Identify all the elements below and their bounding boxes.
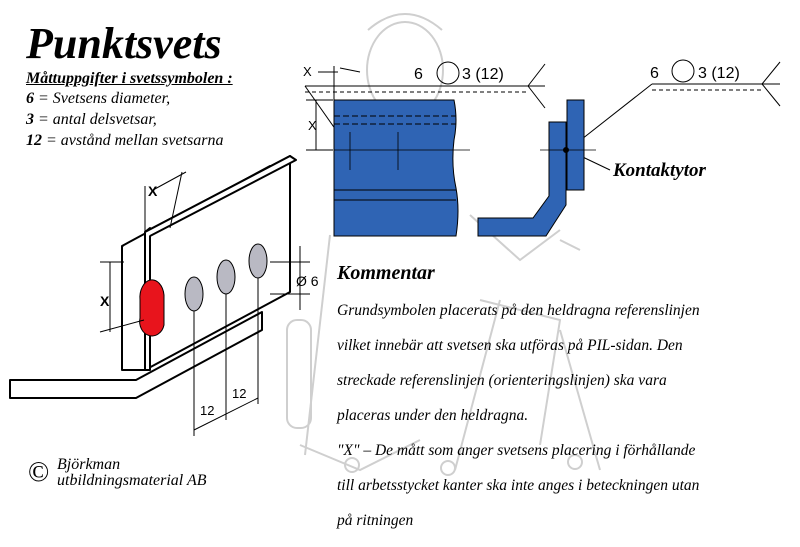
iso-x-ext-b — [169, 171, 183, 229]
background-wheel-2 — [440, 460, 456, 476]
iso-dimensions — [99, 171, 310, 436]
comment-text: Grundsymbolen placerats på den heldragna… — [337, 284, 797, 547]
left-symbol-spec: 3 (12) — [462, 66, 504, 83]
copyright-line-1: Björkman — [57, 456, 121, 473]
background-gas-bottle — [286, 319, 312, 429]
right-tail-upper — [761, 61, 781, 85]
iso-front-plate-top — [144, 155, 297, 237]
background-wheel-1 — [344, 457, 360, 473]
left-tail-lower — [527, 85, 546, 109]
legend-item: 3 = antal delsvetsar, — [26, 109, 223, 130]
legend-text: = antal delsvetsar, — [34, 111, 157, 128]
red-weld-spot — [139, 279, 165, 337]
comment-heading: Kommentar — [337, 262, 435, 284]
right-weld-symbol — [567, 59, 781, 171]
diagram-stage: X X 6 3 (12) 6 3 (12) Kontaktytor — [9, 13, 781, 476]
left-blue-plate — [333, 99, 470, 237]
copyright: © Björkman utbildningsmaterial AB — [28, 457, 206, 489]
right-contact-point — [563, 147, 569, 153]
right-tail-lower — [761, 83, 781, 107]
legend-text: = avstånd mellan svetsarna — [42, 132, 224, 149]
left-weld-symbol — [304, 61, 546, 151]
comment-line: streckade referenslinjen (orienteringsli… — [337, 371, 667, 389]
left-tail-upper — [527, 63, 546, 87]
left-plate-body — [333, 99, 459, 237]
diagram-canvas: X X 6 3 (12) 6 3 (12) Kontaktytor — [9, 13, 781, 476]
legend-item: 6 = Svetsens diameter, — [26, 88, 223, 109]
legend-key: 12 — [26, 132, 42, 149]
left-x-dim-label-top: X — [303, 64, 312, 79]
right-upright-plate — [566, 99, 585, 191]
iso-diameter-label: Ø 6 — [296, 273, 319, 289]
legend-list: 6 = Svetsens diameter, 3 = antal delsvet… — [26, 88, 223, 151]
legend-heading: Måttuppgifter i svetssymbolen : — [26, 70, 233, 87]
comment-line: Grundsymbolen placerats på den heldragna… — [337, 301, 700, 319]
legend-key: 6 — [26, 90, 34, 107]
copyright-line-2: utbildningsmaterial AB — [57, 472, 207, 489]
iso-drawing — [9, 155, 297, 399]
iso-x-side-label: X — [100, 293, 110, 309]
iso-side-ext-b — [99, 319, 145, 333]
iso-pitch-label-right: 12 — [232, 386, 246, 401]
right-angle-plate — [477, 121, 567, 237]
legend-item: 12 = avstånd mellan svetsarna — [26, 130, 223, 151]
iso-weld-spots — [139, 243, 268, 337]
iso-pitch-dim-line — [193, 397, 259, 431]
comment-line: vilket innebär att svetsen ska utföras p… — [337, 336, 683, 354]
legend-key: 3 — [26, 111, 34, 128]
comment-box: Kommentar Grundsymbolen placerats på den… — [337, 262, 797, 547]
page-title: Punktsvets — [26, 19, 222, 68]
background-chair-lines — [299, 214, 601, 472]
copyright-icon: © — [28, 457, 50, 488]
comment-line: "X" – De mått som anger svetsens placeri… — [337, 441, 696, 459]
left-x-dim-label-side: X — [308, 118, 317, 133]
legend-text: = Svetsens diameter, — [34, 90, 171, 107]
left-x-dim-tick-b — [339, 67, 361, 73]
background-wheel-3 — [567, 454, 583, 470]
weld-spot-3 — [216, 259, 236, 295]
iso-pitch-label-left: 12 — [200, 403, 214, 418]
weld-spot-2 — [184, 276, 204, 312]
left-spot-symbol-circle — [436, 61, 460, 85]
weld-spot-4 — [248, 243, 268, 279]
right-symbol-diameter: 6 — [650, 65, 659, 82]
iso-x-top-label: X — [148, 183, 158, 199]
right-blue-section — [477, 99, 596, 237]
right-spot-symbol-circle — [671, 59, 695, 83]
iso-x-dim-line — [152, 171, 187, 191]
comment-line: på ritningen — [337, 511, 414, 529]
background-hair — [367, 13, 443, 31]
comment-line: placeras under den heldragna. — [337, 406, 529, 424]
contact-surface-label: Kontaktytor — [612, 160, 707, 181]
right-symbol-spec: 3 (12) — [698, 65, 740, 82]
left-symbol-diameter: 6 — [414, 66, 423, 83]
comment-line: till arbetsstycket kanter ska inte anges… — [337, 476, 700, 494]
